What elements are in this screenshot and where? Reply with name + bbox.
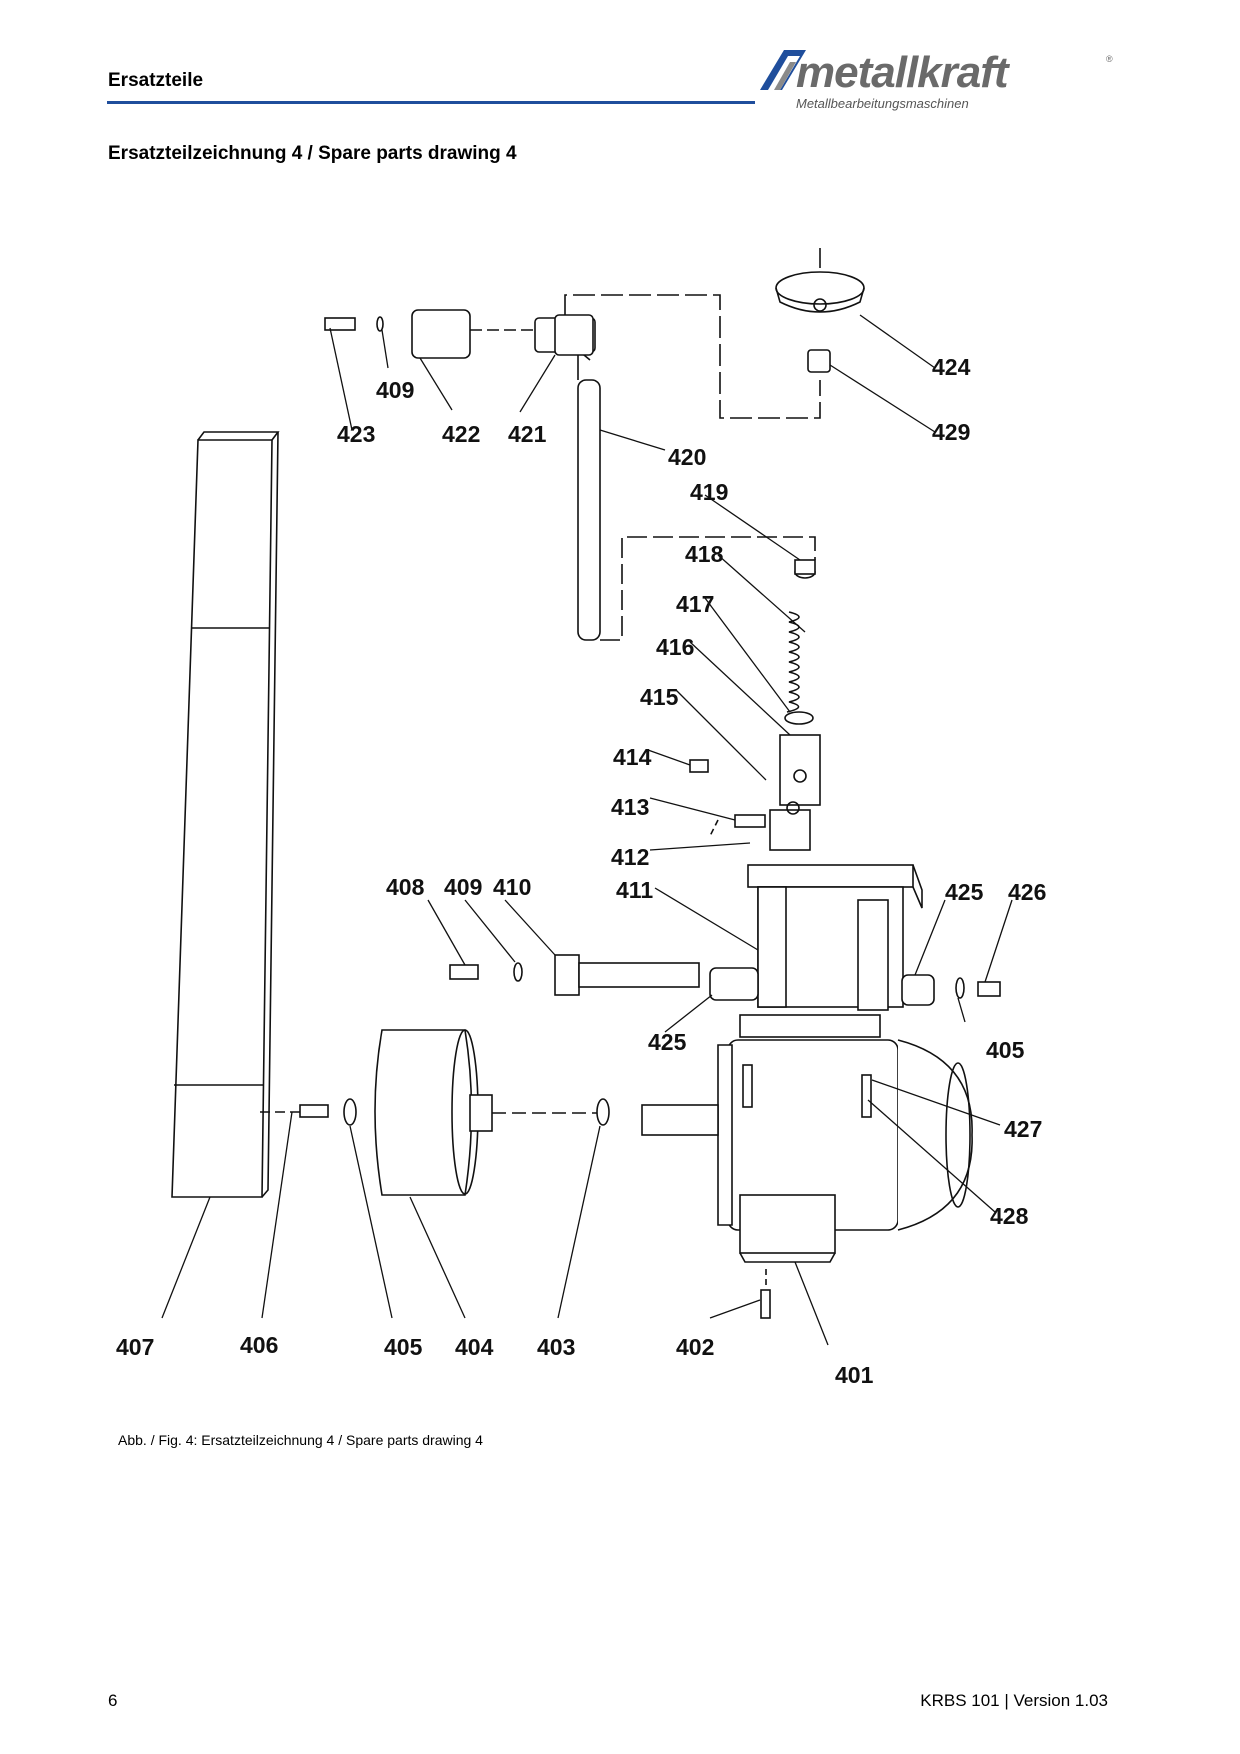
callout-420: 420 (668, 444, 706, 470)
section-title: Ersatzteilzeichnung 4 / Spare parts draw… (108, 143, 517, 164)
logo-mark-icon (760, 50, 806, 90)
header-rule (107, 101, 755, 104)
callout-426: 426 (1008, 879, 1046, 905)
header-title: Ersatzteile (108, 70, 204, 91)
callout-416: 416 (656, 634, 694, 660)
figure-caption: Abb. / Fig. 4: Ersatzteilzeichnung 4 / S… (118, 1432, 483, 1448)
callout-412: 412 (611, 844, 649, 870)
metallkraft-logo: metallkraft ® Metallbearbeitungsmaschine… (754, 44, 1114, 114)
callout-423: 423 (337, 421, 375, 447)
callout-409-upper: 409 (376, 377, 414, 403)
callout-413: 413 (611, 794, 649, 820)
callout-406: 406 (240, 1332, 278, 1358)
callout-429: 429 (932, 419, 970, 445)
callout-410: 410 (493, 874, 531, 900)
callout-409-lower: 409 (444, 874, 482, 900)
logo-registered: ® (1106, 54, 1113, 64)
callout-425-left: 425 (648, 1029, 687, 1055)
logo-wordmark: metallkraft (796, 48, 1009, 97)
callout-415: 415 (640, 684, 679, 710)
callout-408: 408 (386, 874, 425, 900)
callout-402: 402 (676, 1334, 714, 1360)
leader-lines (161, 314, 1013, 1346)
drawing-linework (171, 248, 1001, 1319)
callout-419: 419 (690, 479, 728, 505)
callout-403: 403 (537, 1334, 575, 1360)
callout-405-left: 405 (384, 1334, 423, 1360)
logo-tagline: Metallbearbeitungsmaschinen (796, 96, 969, 111)
callout-411: 411 (616, 877, 653, 903)
callout-405-right: 405 (986, 1037, 1025, 1063)
callout-414: 414 (613, 744, 652, 770)
callout-407: 407 (116, 1334, 154, 1360)
callout-422: 422 (442, 421, 480, 447)
callout-417: 417 (676, 591, 714, 617)
callout-421: 421 (508, 421, 547, 447)
callout-425-right: 425 (945, 879, 984, 905)
callout-428: 428 (990, 1203, 1029, 1229)
page-number: 6 (108, 1691, 118, 1710)
callout-401: 401 (835, 1362, 874, 1388)
callout-labels: 401 402 403 404 405 405 406 407 408 409 … (116, 354, 1046, 1388)
callout-418: 418 (685, 541, 724, 567)
callout-427: 427 (1004, 1116, 1042, 1142)
callout-424: 424 (932, 354, 971, 380)
callout-404: 404 (455, 1334, 494, 1360)
document-id: KRBS 101 | Version 1.03 (920, 1691, 1108, 1710)
